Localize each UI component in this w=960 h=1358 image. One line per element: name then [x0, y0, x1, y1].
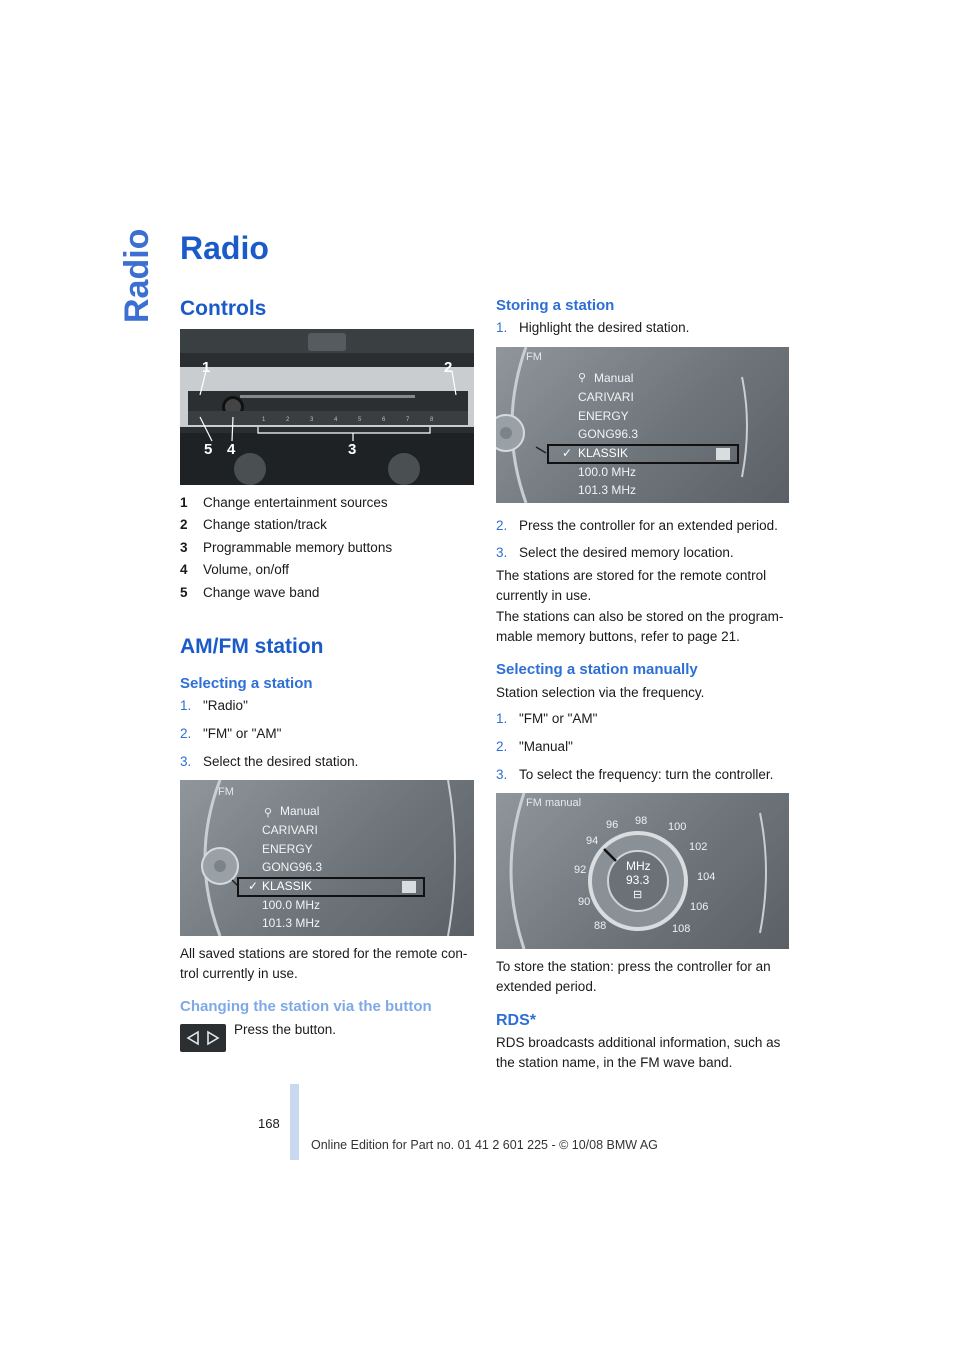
store-icon: ⊟ [633, 889, 643, 901]
fm-screen-left-graphics [201, 780, 456, 936]
fm-screen-left: FM ⚲ Manual CARIVARI ENERGY GONG96.3 ✓ K… [180, 780, 474, 936]
dial-label: 102 [689, 841, 708, 853]
station-button[interactable] [180, 1024, 226, 1052]
search-icon: ⚲ [578, 372, 587, 384]
storing-heading: Storing a station [496, 297, 615, 314]
dial-label: 90 [578, 896, 591, 908]
svg-text:5: 5 [358, 417, 362, 423]
controls-heading: Controls [180, 297, 267, 320]
fm-manual-screen: FM manual MHz 93.3 ⊟ 88 90 92 94 96 98 1… [496, 793, 789, 949]
fm-item: 101.3 MHz [262, 916, 321, 930]
manual-intro: Station selection via the frequency. [496, 685, 705, 700]
dial-label: 92 [574, 864, 587, 876]
search-icon: ⚲ [264, 807, 273, 819]
dial-label: 108 [672, 923, 691, 935]
station-arrows-icon [186, 1030, 220, 1046]
fm-item: Manual [594, 371, 634, 385]
fm-manual-header: FM manual [526, 797, 582, 809]
callout-1: 1 [202, 359, 211, 376]
fm-item: GONG96.3 [262, 860, 323, 874]
footer-bar [290, 1084, 299, 1160]
svg-text:4: 4 [334, 417, 338, 423]
fm-screen-right-graphics [496, 347, 748, 503]
dial-label: 98 [635, 815, 648, 827]
dial-frequency: 93.3 [626, 873, 650, 887]
fm-item-selected: KLASSIK [578, 446, 629, 460]
check-icon: ✓ [248, 879, 259, 893]
dial-label: 106 [690, 901, 709, 913]
svg-text:7: 7 [406, 417, 410, 423]
svg-text:3: 3 [310, 417, 314, 423]
fm-item: CARIVARI [262, 823, 318, 837]
fm-item: 100.0 MHz [578, 465, 637, 479]
fm-item: CARIVARI [578, 390, 634, 404]
controls-photo: 1 2 3 4 5 6 7 8 1 2 3 4 5 [180, 329, 474, 485]
dial-label: 104 [697, 871, 716, 883]
fm-item-selected: KLASSIK [262, 879, 313, 893]
storing-note-2: The stations can also be stored on the p… [496, 609, 784, 644]
selecting-heading: Selecting a station [180, 675, 313, 692]
fm-item: ENERGY [262, 842, 313, 856]
svg-text:1: 1 [262, 417, 266, 423]
svg-text:8: 8 [430, 417, 434, 423]
check-icon: ✓ [562, 446, 573, 460]
store-note: To store the station: press the controll… [496, 959, 771, 994]
dial-label: 88 [594, 920, 607, 932]
fm-manual-dial-graphics [509, 793, 767, 949]
svg-text:6: 6 [382, 417, 386, 423]
dial-label: 94 [586, 835, 599, 847]
fm-header: FM [218, 786, 234, 798]
callout-3: 3 [348, 441, 357, 458]
footer-text: Online Edition for Part no. 01 41 2 601 … [311, 1138, 658, 1152]
saved-note: All saved stations are stored for the re… [180, 946, 468, 981]
fm-item: GONG96.3 [578, 427, 639, 441]
side-tab-label: Radio [118, 228, 156, 323]
fm-header: FM [526, 351, 542, 363]
side-tab: Radio [118, 228, 158, 328]
fm-screen-right: FM ⚲ Manual CARIVARI ENERGY GONG96.3 ✓ K… [496, 347, 789, 503]
callout-4: 4 [227, 441, 236, 458]
fm-item: 101.3 MHz [578, 483, 637, 497]
svg-text:2: 2 [286, 417, 290, 423]
button-heading: Changing the station via the button [180, 998, 432, 1015]
fm-item: Manual [280, 804, 320, 818]
amfm-heading: AM/FM station [180, 635, 324, 658]
rds-heading: RDS* [496, 1012, 537, 1029]
dial-label: 100 [668, 821, 687, 833]
button-text: Press the button. [234, 1022, 337, 1037]
dial-unit: MHz [626, 859, 651, 873]
storing-note-1: The stations are stored for the remote c… [496, 568, 767, 603]
fm-item: ENERGY [578, 409, 629, 423]
radio-panel-illustration: 1 2 3 4 5 6 7 8 [180, 329, 474, 485]
fm-item: 100.0 MHz [262, 898, 321, 912]
callout-5: 5 [204, 441, 213, 458]
manual-heading: Selecting a station manually [496, 661, 698, 678]
page-number: 168 [258, 1116, 280, 1131]
callout-2: 2 [444, 359, 453, 376]
dial-label: 96 [606, 819, 619, 831]
rds-text: RDS broadcasts additional information, s… [496, 1035, 781, 1070]
page-title: Radio [180, 230, 269, 266]
